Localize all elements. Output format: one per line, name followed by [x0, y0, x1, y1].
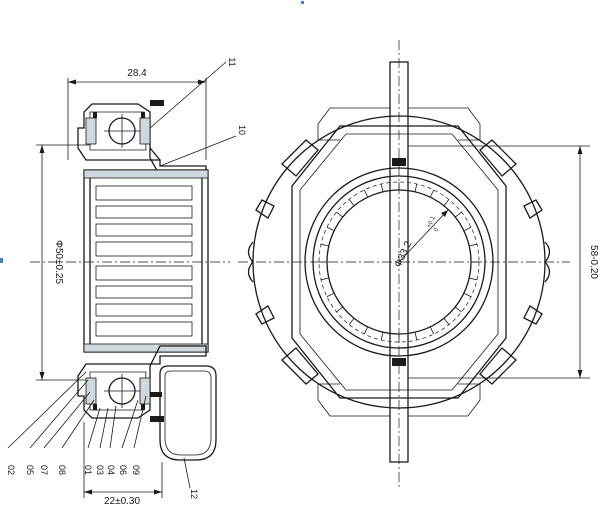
- spline-tooth: [336, 306, 343, 313]
- callout-03: 03: [95, 465, 105, 475]
- front-view: Φ33.2 +0.1 0 58-0.20: [238, 40, 599, 490]
- sleeve-splines: [95, 185, 193, 337]
- perimeter-tabs: [247, 139, 551, 385]
- spline-tooth: [429, 189, 435, 198]
- dim-inner-tolerance-lower: 0: [433, 227, 440, 233]
- callout-11: 11: [227, 57, 237, 66]
- spline-tooth: [463, 226, 472, 232]
- stray-blue-mark-top: [301, 1, 304, 4]
- retaining-clip: [159, 365, 217, 461]
- spline-tooth: [380, 332, 384, 341]
- callout-leaders: [7, 371, 191, 489]
- spline-tooth: [326, 292, 335, 298]
- bearing-housing-bottom: [77, 345, 207, 419]
- spline-tooth: [455, 211, 462, 218]
- spline-tooth: [363, 326, 369, 335]
- spline-tooth: [336, 211, 343, 218]
- bore-outer-ring: [304, 167, 494, 357]
- callout-12: 12: [189, 489, 199, 499]
- spline-tooth: [414, 183, 418, 192]
- spline-tooth: [463, 292, 472, 298]
- spline-tooth: [320, 277, 329, 281]
- callout-06: 06: [118, 465, 128, 475]
- spline-tooth: [326, 226, 335, 232]
- guide-sleeve: [83, 169, 209, 353]
- callout-10: 10: [237, 125, 247, 135]
- callout-02: 02: [6, 465, 16, 475]
- callout-01: 01: [83, 465, 93, 475]
- dim-inner-tolerance-upper: +0.1: [426, 215, 437, 229]
- spline-tooth: [320, 243, 329, 247]
- dim-inner-diameter: Φ33.2: [393, 239, 415, 269]
- spline-tooth: [363, 189, 369, 198]
- spline-tooth: [469, 243, 478, 247]
- spline-tooth: [348, 318, 355, 325]
- bore-splines: [319, 182, 479, 342]
- dim-width-top: 28.4: [127, 68, 147, 79]
- spline-tooth: [455, 306, 462, 313]
- callout-04: 04: [106, 465, 116, 475]
- fork-plate: [389, 61, 409, 463]
- spline-tooth: [348, 199, 355, 206]
- dim-outer-diameter: Φ50±0.25: [53, 240, 64, 284]
- spline-tooth: [469, 277, 478, 281]
- spline-tooth: [443, 318, 450, 325]
- spline-tooth: [414, 332, 418, 341]
- stray-blue-mark-left: [0, 258, 3, 263]
- spline-tooth: [443, 199, 450, 206]
- section-view: 28.4 Φ50±0.25: [6, 57, 247, 507]
- callout-05: 05: [25, 465, 35, 475]
- dim-width-bottom: 22±0.30: [104, 496, 141, 507]
- callout-09: 09: [131, 465, 141, 475]
- callout-08: 08: [57, 465, 67, 475]
- spline-tooth: [380, 183, 384, 192]
- spline-tooth: [429, 326, 435, 335]
- callout-07: 07: [39, 465, 49, 475]
- dim-height-right: 58-0.20: [588, 245, 599, 279]
